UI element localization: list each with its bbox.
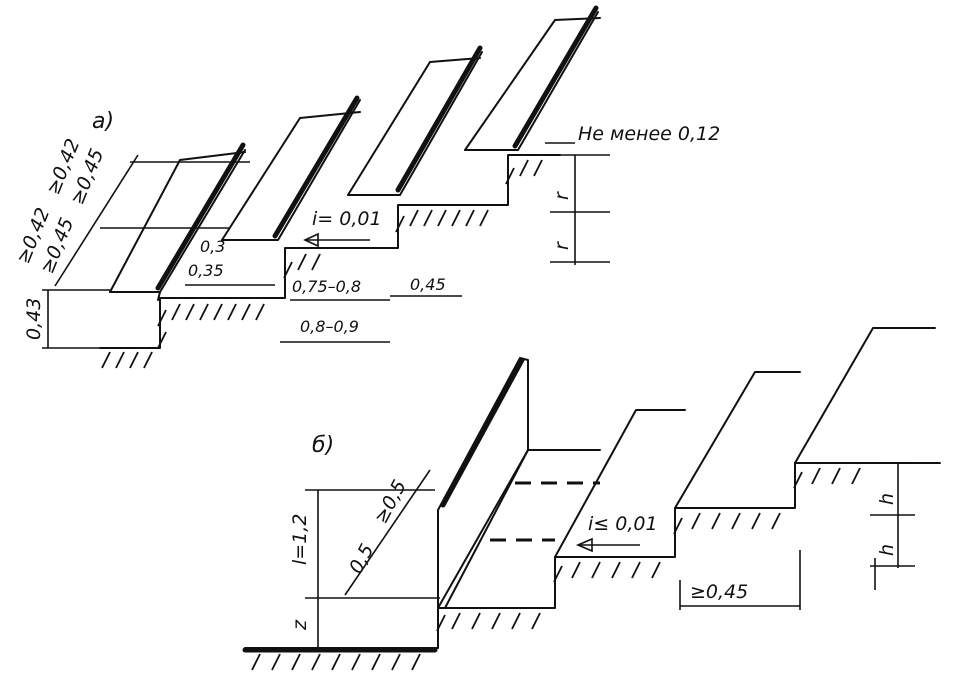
- diagram-b-stepped-trench: б) l=1,2 z 0,5 ≥0,5 i≤ 0,01 ≥0,45 h h: [242, 327, 941, 671]
- label-r-2: r: [551, 241, 573, 250]
- label-h-2: h: [876, 544, 898, 556]
- stair-steps-b: [437, 327, 936, 609]
- label-043: 0,43: [23, 298, 45, 340]
- label-l12: l=1,2: [289, 514, 311, 565]
- ground-hatching-b: [242, 467, 861, 671]
- label-ge05: ≥0,5: [370, 476, 411, 527]
- label-slope-b: i≤ 0,01: [588, 513, 658, 535]
- label-part-a: а): [92, 109, 114, 134]
- label-08-09: 0,8–0,9: [300, 317, 359, 336]
- ground-hatching-a: [101, 159, 543, 369]
- dimensions-a: [42, 142, 610, 349]
- label-035: 0,35: [188, 261, 224, 280]
- dimensions-b: [305, 462, 915, 648]
- stair-step-1: [109, 142, 246, 301]
- diagram-a-stepped-trench: а) Не менее 0,12 i= 0,01 0,75–0,8 0,8–0,…: [12, 5, 720, 369]
- stair-step-3: [347, 45, 483, 196]
- label-min-012: Не менее 0,12: [578, 123, 720, 145]
- label-slope-a: i= 0,01: [312, 208, 382, 230]
- label-h-1: h: [876, 493, 898, 505]
- stair-step-2: [221, 95, 361, 241]
- fence-panel-b: [437, 357, 529, 609]
- label-z: z: [289, 619, 311, 631]
- label-045-a: 0,45: [410, 275, 446, 294]
- stair-step-4: [464, 5, 601, 151]
- label-075-08: 0,75–0,8: [292, 277, 361, 296]
- label-part-b: б): [312, 433, 334, 458]
- label-05: 0,5: [345, 540, 379, 577]
- label-r-1: r: [551, 191, 573, 200]
- label-ge045-c: ≥0,45: [690, 581, 748, 603]
- label-03: 0,3: [200, 237, 225, 256]
